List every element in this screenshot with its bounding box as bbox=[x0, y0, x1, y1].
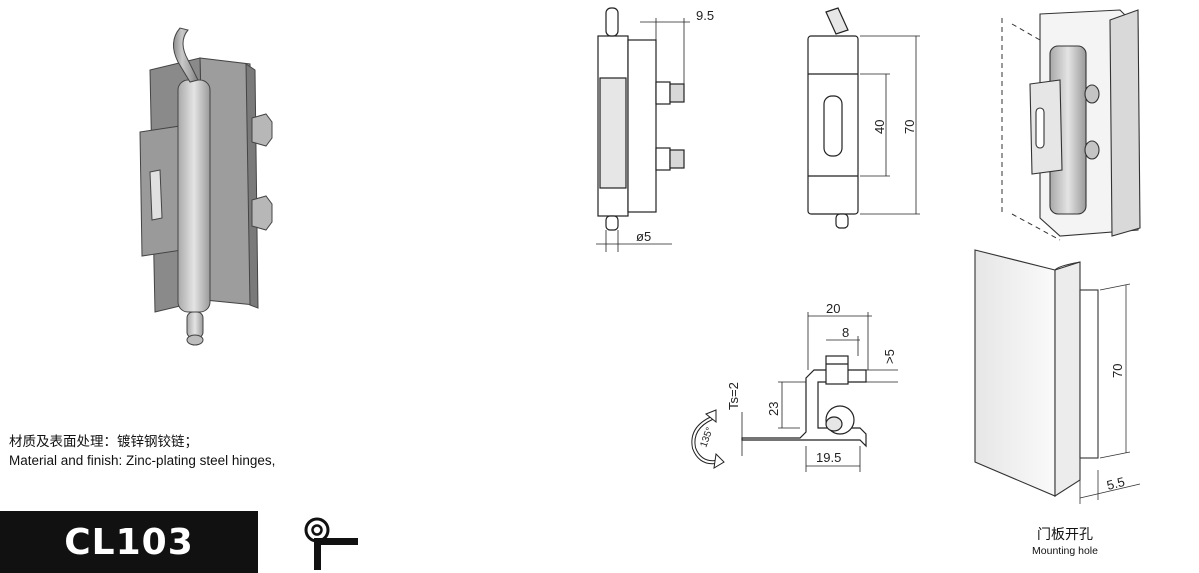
dim-base: 19.5 bbox=[816, 450, 841, 465]
hinge-3d-render bbox=[139, 27, 273, 346]
product-code: CL103 bbox=[64, 521, 194, 563]
dim-inner: 8 bbox=[842, 325, 849, 340]
dim-hole-height: 70 bbox=[1110, 364, 1125, 378]
side-view-drawing bbox=[807, 7, 920, 229]
mounting-hole-en: Mounting hole bbox=[1032, 545, 1098, 557]
mounting-hole-label: 门板开孔 Mounting hole bbox=[1010, 524, 1120, 557]
dim-depth: 20 bbox=[826, 301, 840, 316]
hinge-symbol-icon bbox=[304, 517, 358, 570]
material-description: 材质及表面处理：镀锌钢铰链； Material and finish: Zinc… bbox=[9, 432, 275, 470]
dim-pin-diameter: ø5 bbox=[636, 229, 651, 244]
dim-height-23: 23 bbox=[766, 402, 781, 416]
material-zh: 材质及表面处理：镀锌钢铰链； bbox=[9, 434, 198, 449]
mounting-hole-zh: 门板开孔 bbox=[1037, 526, 1093, 542]
dim-hole-width: 5.5 bbox=[1105, 474, 1126, 493]
dim-min-gap: >5 bbox=[882, 349, 897, 364]
plan-view-drawing bbox=[741, 312, 898, 472]
installed-view-drawing bbox=[1001, 9, 1141, 241]
material-en: Material and finish: Zinc-plating steel … bbox=[9, 453, 276, 468]
dim-slot-height: 40 bbox=[872, 120, 887, 134]
dim-overall-height: 70 bbox=[902, 120, 917, 134]
rotation-arrow-icon bbox=[691, 409, 725, 469]
dim-thickness: Ts=2 bbox=[726, 382, 741, 410]
product-code-banner: CL103 bbox=[0, 511, 258, 573]
dim-angle: 135° bbox=[698, 426, 715, 449]
dim-offset: 9.5 bbox=[696, 8, 714, 23]
mounting-panel-drawing bbox=[974, 249, 1141, 504]
front-view-drawing bbox=[596, 7, 690, 252]
